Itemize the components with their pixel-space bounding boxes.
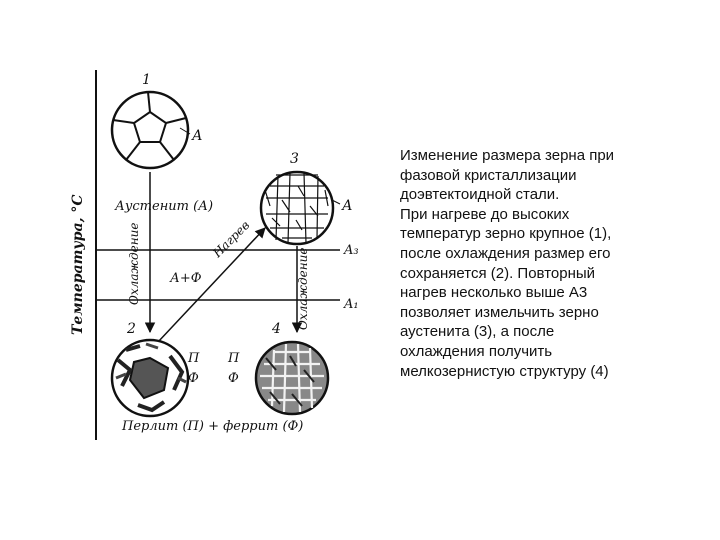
- label-a-grain1: А: [191, 128, 203, 144]
- label-p-grain4: П: [227, 351, 240, 366]
- grain-4-fine-pearlite-ferrite: [254, 340, 330, 416]
- leader-a-grain3: [331, 199, 341, 205]
- label-f-grain4: Ф: [228, 371, 239, 386]
- number-2: 2: [126, 321, 136, 337]
- a-plus-f-label: А+Ф: [169, 271, 202, 286]
- austenite-label: Аустенит (А): [114, 199, 213, 214]
- label-a-grain3: А: [341, 198, 353, 214]
- number-4: 4: [271, 321, 281, 337]
- a1-label: A₁: [343, 297, 359, 312]
- description-text: Изменение размера зерна при фазовой крис…: [400, 147, 615, 380]
- label-f-grain2: Ф: [188, 371, 199, 386]
- heating-arrow-2-3: [157, 227, 266, 343]
- grain-size-diagram: Температура, °С A₃ A₁ 1 А Аустенит (А) О…: [70, 70, 359, 440]
- a3-label: A₃: [343, 243, 359, 258]
- label-p-grain2: П: [187, 351, 200, 366]
- cooling-label-right: Охлаждение: [296, 248, 310, 330]
- axis-label: Температура, °С: [70, 194, 86, 335]
- cooling-label-left: Охлаждение: [127, 223, 141, 305]
- heating-label: Нагрев: [210, 218, 253, 261]
- number-1: 1: [142, 72, 151, 88]
- leader-a-grain1: [179, 127, 191, 135]
- grain-3-fine-austenite: [259, 170, 335, 246]
- pearlite-ferrite-label: Перлит (П) + феррит (Ф): [121, 419, 303, 434]
- grain-1-coarse-austenite: [110, 90, 190, 170]
- number-3: 3: [290, 151, 299, 167]
- grain-2-coarse-pearlite-ferrite: [110, 338, 190, 418]
